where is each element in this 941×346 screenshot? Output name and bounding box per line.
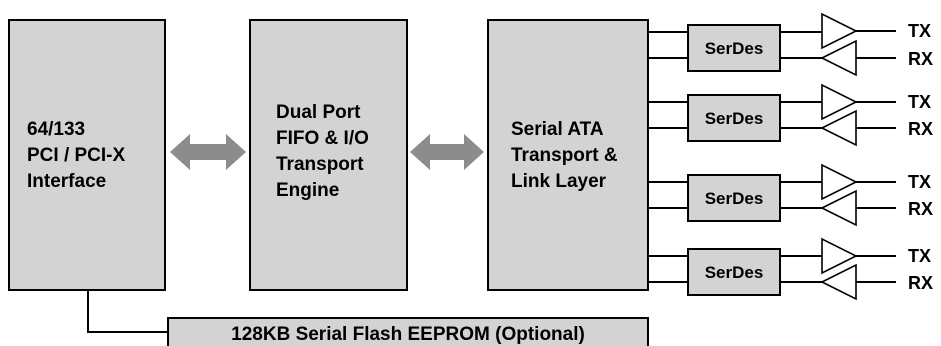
flash-eeprom-block: 128KB Serial Flash EEPROM (Optional)	[167, 317, 649, 346]
tx-label-4: TX	[908, 246, 931, 266]
sata-label-line-1: Serial ATA	[511, 119, 604, 140]
serdes-label-2: SerDes	[705, 109, 764, 128]
serdes-channel-2: SerDes TX RX	[648, 83, 933, 147]
serdes-channel-3: SerDes TX RX	[648, 163, 933, 227]
serdes-label-1: SerDes	[705, 39, 764, 58]
fifo-sata-bidirectional-arrow	[410, 134, 484, 170]
pci-fifo-bidirectional-arrow	[170, 134, 246, 170]
serdes-channel-1: SerDes TX RX	[648, 12, 933, 77]
fifo-label-line-3: Transport	[276, 154, 364, 175]
serdes-block-2	[687, 94, 781, 142]
fifo-label-line-1: Dual Port	[276, 102, 361, 123]
serdes-block-4	[687, 248, 781, 296]
tx-driver-icon-3	[821, 163, 858, 201]
rx-label-4: RX	[908, 273, 933, 293]
pci-interface-block: 64/133 PCI / PCI-X Interface	[8, 19, 166, 291]
tx-driver-icon-2	[821, 83, 858, 121]
sata-label-line-2: Transport &	[511, 145, 618, 166]
sata-label-line-3: Link Layer	[511, 171, 607, 192]
serdes-block-3	[687, 174, 781, 222]
flash-eeprom-label: 128KB Serial Flash EEPROM (Optional)	[231, 324, 585, 345]
tx-driver-icon-4	[821, 237, 858, 275]
tx-label-2: TX	[908, 92, 931, 112]
fifo-transport-engine-block: Dual Port FIFO & I/O Transport Engine	[249, 19, 408, 291]
serdes-label-4: SerDes	[705, 263, 764, 282]
rx-label-3: RX	[908, 199, 933, 219]
fifo-label-line-4: Engine	[276, 180, 339, 201]
pci-label-line-2: PCI / PCI-X	[27, 145, 126, 166]
pci-label-line-1: 64/133	[27, 119, 85, 140]
pci-label-line-3: Interface	[27, 171, 106, 192]
serdes-channel-4: SerDes TX RX	[648, 237, 933, 301]
serdes-label-3: SerDes	[705, 189, 764, 208]
tx-label-1: TX	[908, 21, 931, 41]
tx-driver-icon-1	[821, 12, 858, 50]
fifo-label-line-2: FIFO & I/O	[276, 128, 369, 149]
rx-label-2: RX	[908, 119, 933, 139]
sata-link-layer-block: Serial ATA Transport & Link Layer	[487, 19, 649, 291]
rx-label-1: RX	[908, 49, 933, 69]
serdes-block-1	[687, 24, 781, 72]
tx-label-3: TX	[908, 172, 931, 192]
flash-connector-line	[87, 290, 168, 333]
